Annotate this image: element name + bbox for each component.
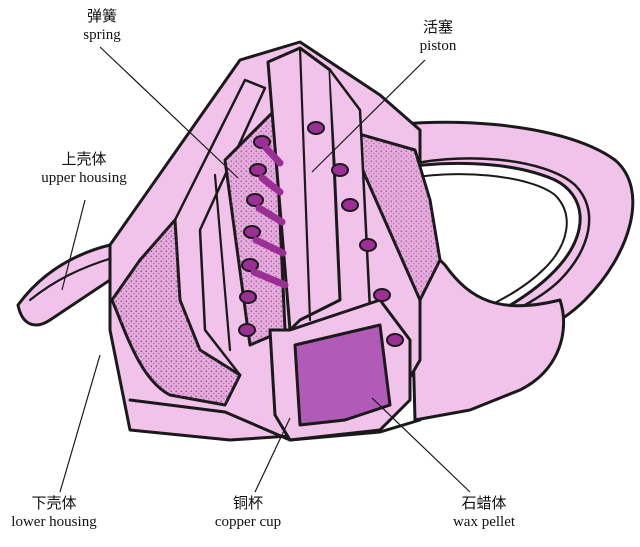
label-upper-housing-zh: 上壳体 (61, 150, 107, 168)
leader-copper-cup (254, 417, 291, 493)
label-lower-housing-zh: 下壳体 (31, 494, 77, 512)
leader-wax-pellet (371, 397, 471, 493)
inner-wall-left-2 (213, 173, 232, 352)
label-copper-cup-en: copper cup (214, 514, 282, 530)
label-piston: 活塞 piston (398, 18, 478, 56)
spring-coils-left (238, 135, 271, 337)
label-wax-pellet-zh: 石蜡体 (461, 494, 507, 512)
bottom-rim (128, 398, 422, 442)
label-wax-pellet: 石蜡体 wax pellet (434, 494, 534, 532)
label-copper-cup-zh: 铜杯 (232, 494, 263, 512)
spring-coils-right (307, 121, 404, 347)
label-lower-housing: 下壳体 lower housing (0, 494, 108, 532)
wax-pellet-fill (293, 323, 392, 427)
stipple-shading-right (345, 130, 440, 300)
spring-coil-links (250, 144, 289, 289)
piston-rod-edge (298, 46, 312, 322)
label-wax-pellet-en: wax pellet (452, 514, 516, 530)
label-copper-cup: 铜杯 copper cup (198, 494, 298, 532)
leader-lines (59, 46, 471, 493)
label-upper-housing: 上壳体 upper housing (28, 150, 140, 188)
left-flange-lip (28, 256, 114, 302)
label-upper-housing-en: upper housing (41, 170, 127, 186)
stipple-shading-left (112, 220, 240, 405)
label-piston-en: piston (419, 38, 457, 54)
label-spring: 弹簧 spring (62, 7, 142, 45)
right-lower-bell (408, 228, 566, 422)
label-lower-housing-en: lower housing (11, 514, 97, 530)
leader-piston (311, 59, 426, 173)
label-piston-zh: 活塞 (422, 18, 453, 36)
leader-lower-housing (59, 354, 101, 493)
label-spring-zh: 弹簧 (86, 7, 117, 25)
label-spring-en: spring (83, 27, 121, 43)
leader-spring (99, 46, 239, 179)
leader-upper-housing (61, 199, 86, 291)
right-flange-inner-groove-2 (399, 173, 568, 319)
